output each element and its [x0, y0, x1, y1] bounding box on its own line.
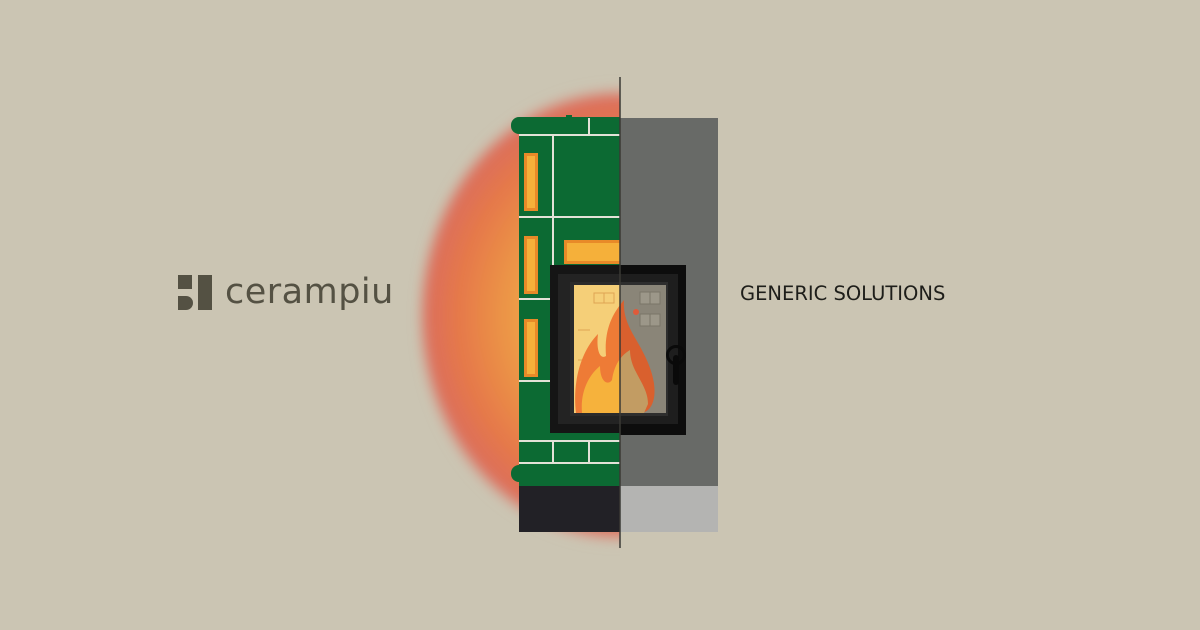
- ceramic-stove: [511, 115, 620, 532]
- door-handle: [666, 345, 686, 385]
- competitor-label: GENERIC SOLUTIONS: [740, 282, 946, 305]
- cerampiu-logo-mark-icon: [178, 275, 212, 310]
- glowing-tiles: [524, 153, 620, 377]
- steel-stove: [620, 118, 718, 532]
- brand-name: cerampiu: [225, 272, 394, 312]
- brand-logo: cerampiu: [176, 270, 394, 314]
